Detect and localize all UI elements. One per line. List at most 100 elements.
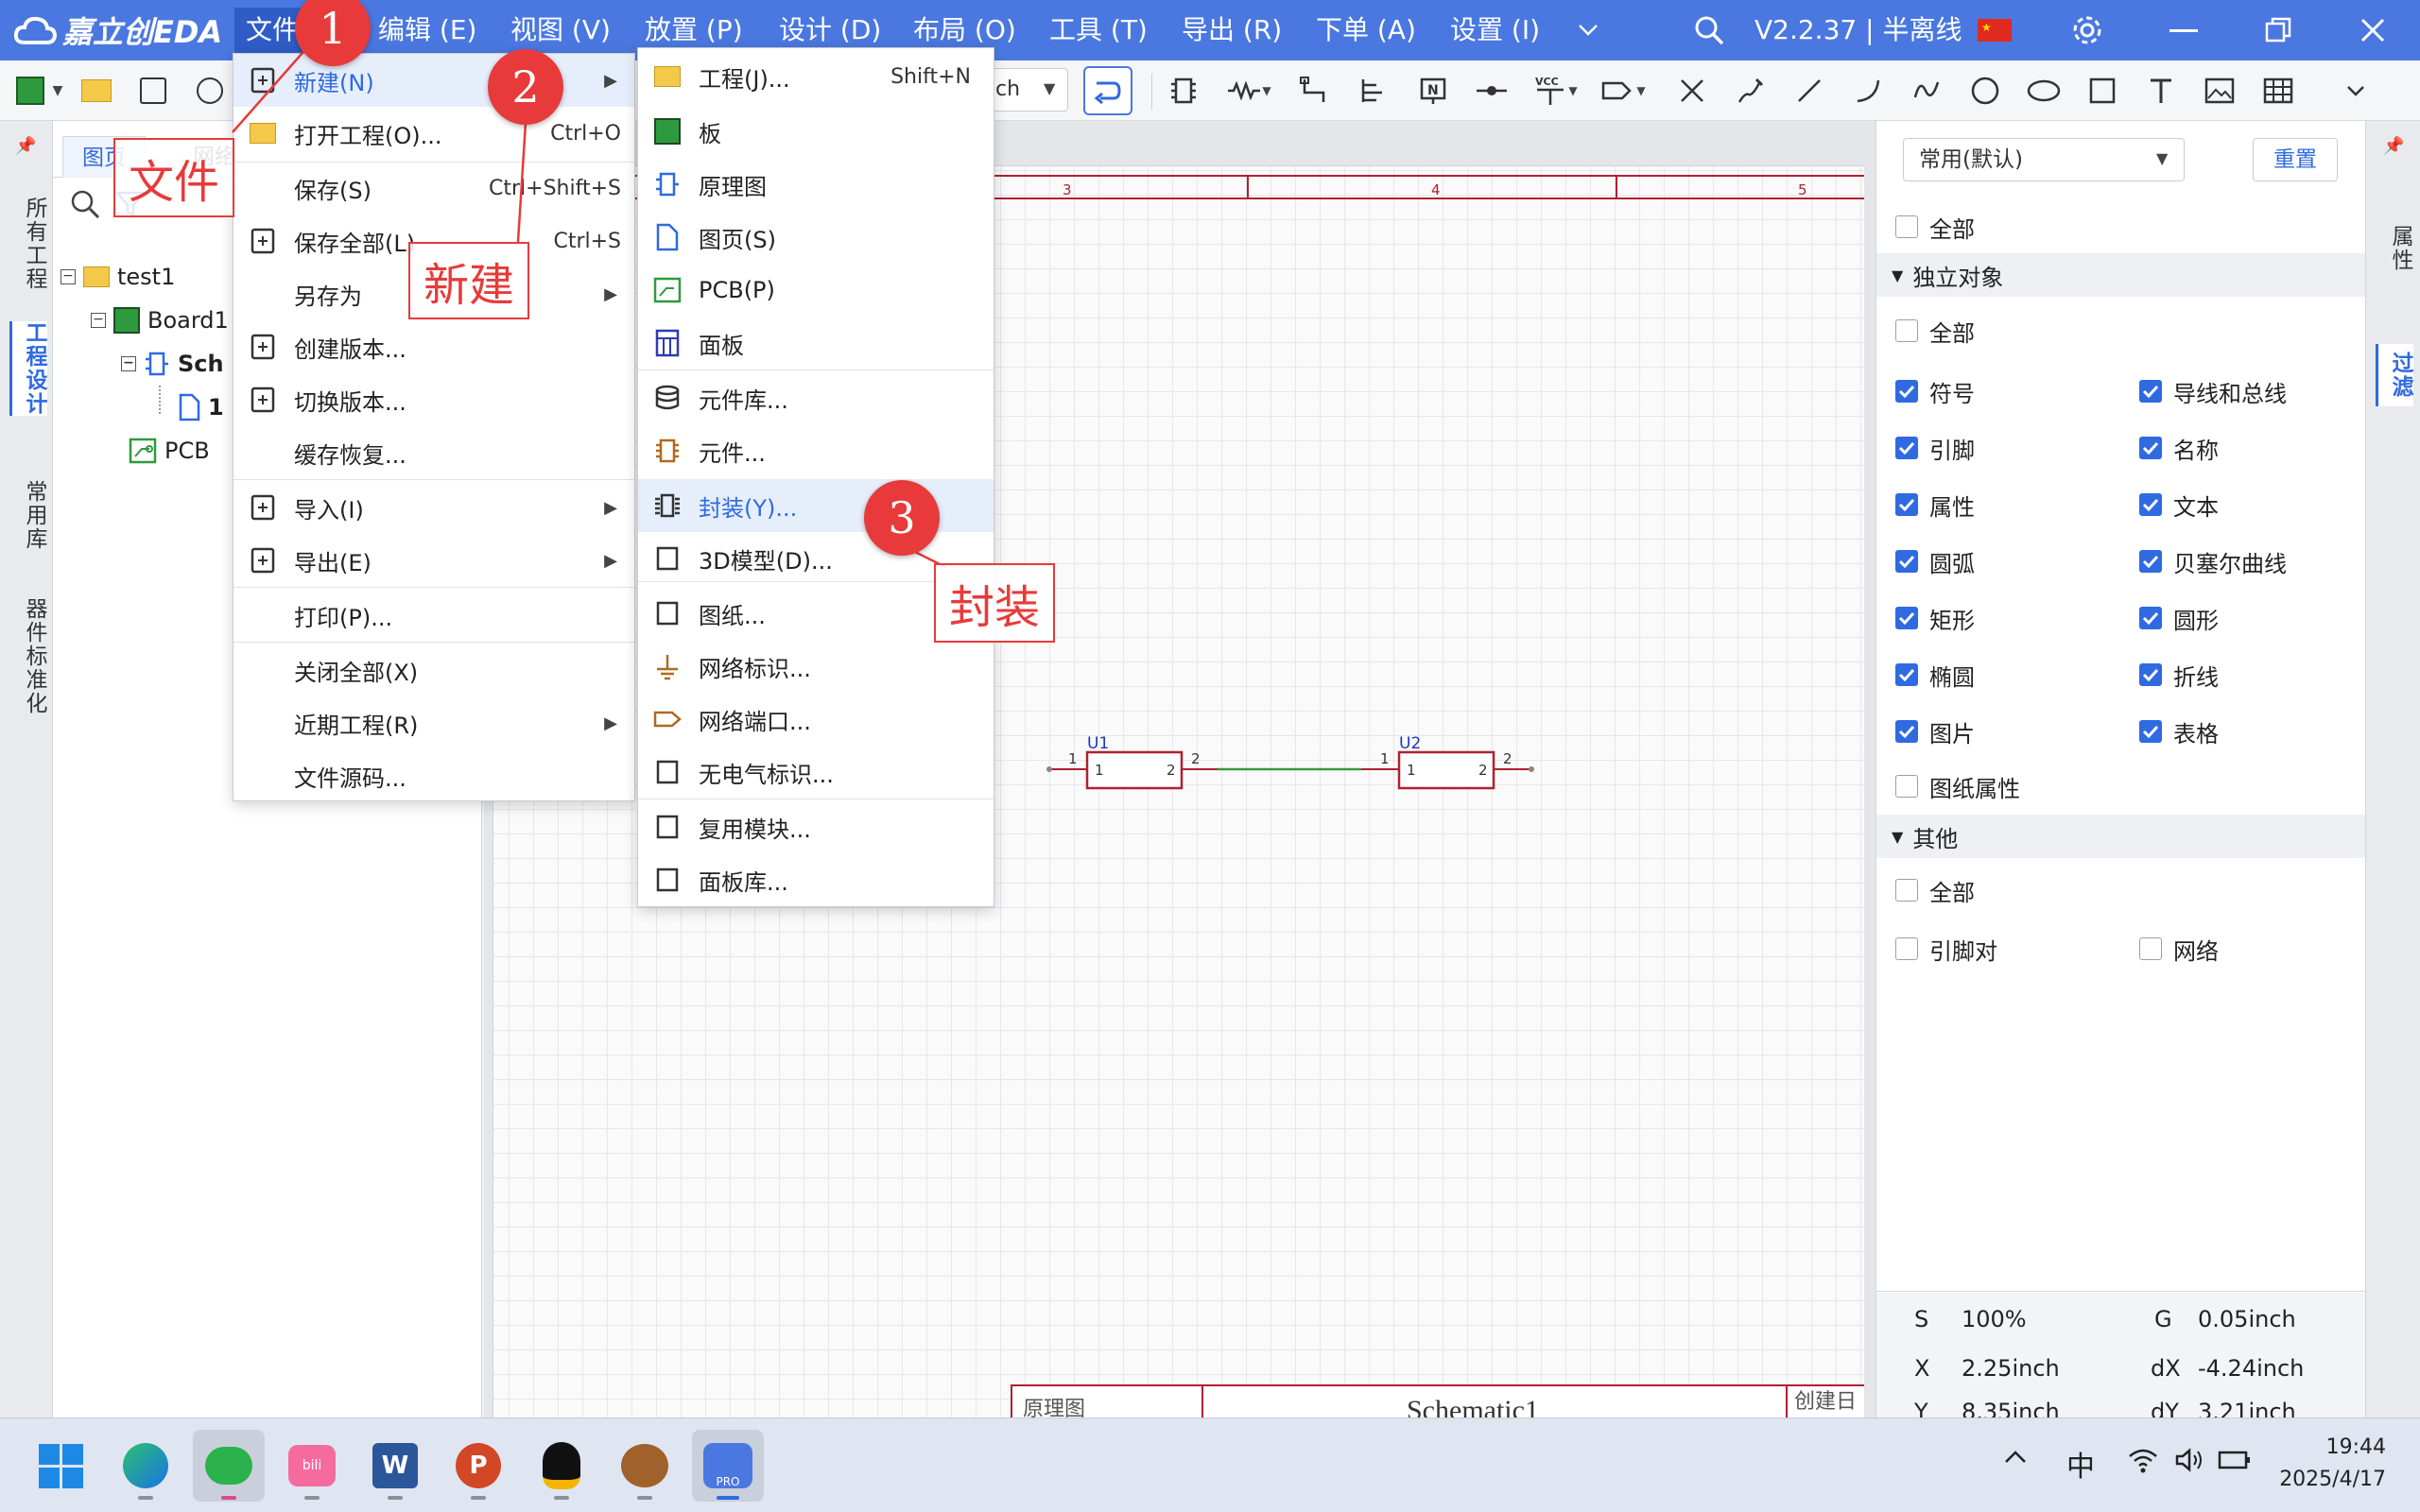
tree-node-schematic[interactable]: − Sch: [121, 342, 224, 386]
netlabel-icon[interactable]: N: [1412, 70, 1454, 112]
no-connect-icon[interactable]: [1671, 70, 1713, 112]
checkbox[interactable]: [1895, 215, 1918, 238]
toolbar-more-chevron-icon[interactable]: [2335, 70, 2377, 112]
vcc-icon[interactable]: VCC: [1530, 70, 1571, 112]
filter-option[interactable]: 文本: [2139, 484, 2219, 525]
vtab-all-projects[interactable]: 所有工程: [22, 197, 46, 291]
edge-browser-icon[interactable]: [110, 1430, 182, 1502]
collapse-icon[interactable]: −: [121, 356, 136, 371]
vtab-properties[interactable]: 属性: [2388, 225, 2412, 272]
checkbox[interactable]: [1895, 550, 1918, 573]
new-submenu-item[interactable]: 网络标识...: [638, 640, 994, 693]
checkbox[interactable]: [1895, 319, 1918, 342]
windows-start-icon[interactable]: [25, 1430, 96, 1502]
filter-option[interactable]: 圆弧: [1895, 541, 1975, 582]
new-submenu-item[interactable]: 工程(J)...Shift+N: [638, 50, 994, 103]
menu-view[interactable]: 视图 (V): [510, 14, 611, 45]
tree-node-pcb[interactable]: PCB: [129, 429, 210, 472]
checkbox[interactable]: [2139, 607, 2162, 629]
line-icon[interactable]: [1789, 70, 1830, 112]
section-other[interactable]: ▼其他: [1876, 815, 2366, 858]
text-icon[interactable]: [2140, 70, 2182, 112]
arc-icon[interactable]: [1847, 70, 1889, 112]
ime-indicator[interactable]: 中: [2066, 1451, 2095, 1484]
new-submenu-item[interactable]: 复用模块...: [638, 800, 994, 853]
minimize-icon[interactable]: [2155, 8, 2212, 53]
file-menu-item[interactable]: 文件源码...: [233, 749, 634, 802]
right-splitter[interactable]: [1864, 121, 1876, 1418]
filter-option[interactable]: 表格: [2139, 711, 2219, 752]
wire-route-mode-icon[interactable]: [1083, 66, 1132, 115]
vtab-device-standardization[interactable]: 器件标准化: [22, 597, 46, 715]
wechat-icon[interactable]: [193, 1430, 265, 1502]
ellipse-icon[interactable]: [2023, 70, 2065, 112]
checkbox[interactable]: [2139, 550, 2162, 573]
rectangle-icon[interactable]: [2082, 70, 2123, 112]
file-menu-item[interactable]: 缓存恢复...: [233, 426, 634, 479]
component-u2[interactable]: [1397, 750, 1495, 790]
file-menu-item[interactable]: 保存(S)Ctrl+Shift+S: [233, 162, 634, 215]
new-submenu-item[interactable]: 面板库...: [638, 853, 994, 906]
checkbox[interactable]: [1895, 775, 1918, 798]
checkbox[interactable]: [1895, 937, 1918, 960]
vtab-project-design[interactable]: 工程设计: [9, 321, 47, 416]
filter-sheet-attributes[interactable]: 图纸属性: [1895, 765, 2020, 807]
file-menu-item[interactable]: 切换版本...: [233, 373, 634, 426]
checkbox[interactable]: [2139, 437, 2162, 459]
power-dropdown-icon[interactable]: ▼: [1568, 84, 1578, 97]
new-board-icon[interactable]: [9, 70, 51, 112]
app-logo[interactable]: 嘉立创EDA: [13, 9, 222, 51]
filter-option[interactable]: 符号: [1895, 370, 1975, 412]
checkbox[interactable]: [2139, 937, 2162, 960]
circle-icon[interactable]: [1964, 70, 2006, 112]
filter-option[interactable]: 名称: [2139, 427, 2219, 469]
file-menu-item[interactable]: 新建(N)▶: [233, 54, 634, 107]
checkbox[interactable]: [1895, 663, 1918, 686]
filter-option[interactable]: 圆形: [2139, 597, 2219, 639]
checkbox[interactable]: [1895, 879, 1918, 902]
open-folder-icon[interactable]: [76, 70, 117, 112]
collapse-icon[interactable]: −: [91, 313, 106, 328]
menu-design[interactable]: 设计 (D): [779, 14, 882, 45]
checkbox[interactable]: [1895, 380, 1918, 403]
checkbox[interactable]: [2139, 720, 2162, 743]
resistor-dropdown-icon[interactable]: ▼: [1262, 84, 1271, 97]
new-submenu-item[interactable]: 面板: [638, 317, 994, 369]
menu-settings[interactable]: 设置 (I): [1450, 14, 1541, 45]
filter-all-top[interactable]: 全部: [1895, 206, 1975, 248]
new-submenu-item[interactable]: 原理图: [638, 158, 994, 211]
filter-option[interactable]: 椭圆: [1895, 654, 1975, 696]
checkbox[interactable]: [2139, 380, 2162, 403]
file-menu-item[interactable]: 保存全部(L)Ctrl+S: [233, 215, 634, 267]
menu-place[interactable]: 放置 (P): [645, 14, 743, 45]
close-icon[interactable]: [2344, 8, 2401, 53]
search-icon[interactable]: [1681, 8, 1737, 53]
volume-icon[interactable]: [2174, 1447, 2204, 1477]
pen-draw-icon[interactable]: [1730, 70, 1772, 112]
bear-app-icon[interactable]: [609, 1430, 681, 1502]
filter-option[interactable]: 矩形: [1895, 597, 1975, 639]
new-dropdown-icon[interactable]: ▼: [52, 83, 63, 98]
restore-icon[interactable]: [2250, 8, 2307, 53]
checkbox[interactable]: [1895, 720, 1918, 743]
port-dropdown-icon[interactable]: ▼: [1636, 84, 1646, 97]
jlc-eda-pro-icon[interactable]: PRO: [692, 1430, 764, 1502]
bus-icon[interactable]: [1352, 70, 1393, 112]
tree-node-project[interactable]: − test1: [60, 255, 175, 299]
more-menu-chevron-icon[interactable]: [1560, 8, 1616, 53]
net-port-icon[interactable]: [1598, 70, 1639, 112]
file-menu-item[interactable]: 近期工程(R)▶: [233, 696, 634, 749]
pin-icon[interactable]: 📌: [15, 136, 37, 156]
clock-date[interactable]: 2025/4/17: [2279, 1468, 2386, 1491]
resistor-icon[interactable]: [1223, 70, 1265, 112]
new-submenu-item[interactable]: 元件...: [638, 424, 994, 477]
search-icon[interactable]: [68, 187, 106, 225]
new-submenu-item[interactable]: 图纸...: [638, 587, 994, 640]
checkbox[interactable]: [1895, 437, 1918, 459]
menu-layout[interactable]: 布局 (O): [913, 14, 1016, 45]
file-menu-item[interactable]: 导出(E)▶: [233, 534, 634, 587]
checkbox[interactable]: [1895, 493, 1918, 516]
menu-export[interactable]: 导出 (R): [1182, 14, 1283, 45]
new-submenu-item[interactable]: 网络端口...: [638, 693, 994, 746]
wire-icon[interactable]: [1293, 70, 1335, 112]
